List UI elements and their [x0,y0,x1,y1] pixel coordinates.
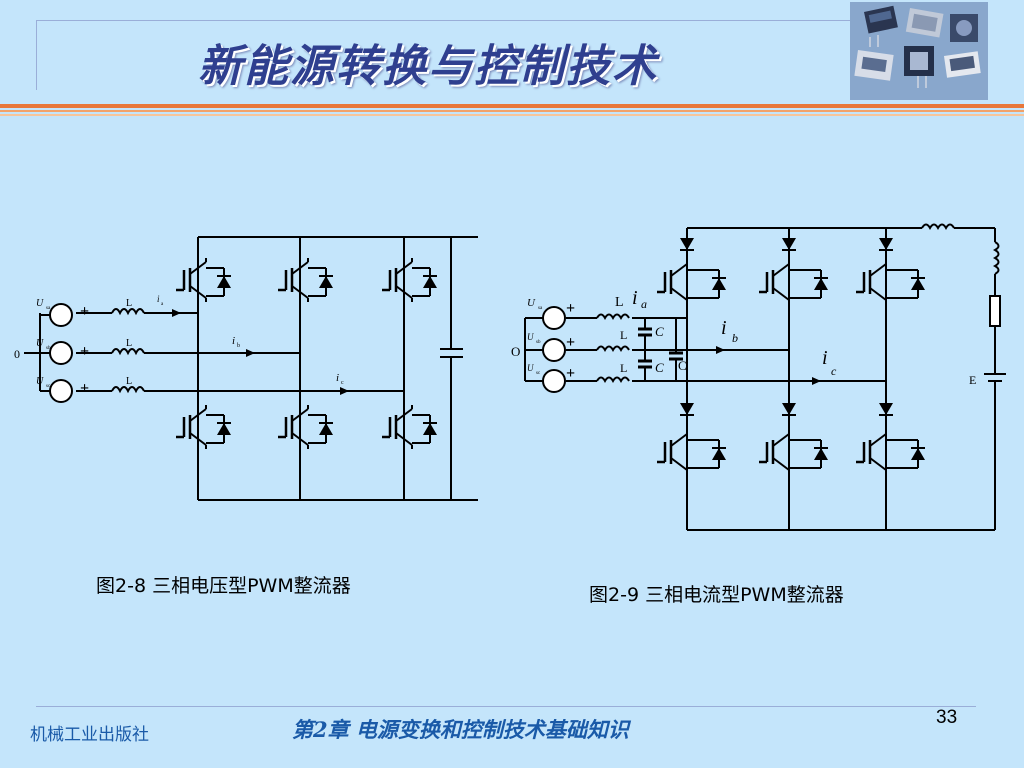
left-inductor-b-label: L [126,338,132,349]
left-plus-a: + [80,303,89,320]
right-source-c-sub: sc [536,371,541,376]
right-inductor-b-label: L [620,328,627,342]
right-current-c-sub: c [831,364,837,378]
components-photo [850,2,988,100]
right-capacitor-b-label: C [655,360,664,375]
right-source-b-label: U [527,332,534,342]
right-source-b-sub: sb [536,340,541,345]
header-stripe [0,104,1024,108]
right-capacitor-a-label: C [655,324,664,339]
right-plus-a: + [566,300,575,317]
left-current-c-sub: c [341,380,344,386]
right-current-b-label: i [721,317,727,339]
current-pwm-rectifier-diagram: O U sa U sb U sc + + + L L L C C C i a i… [511,223,1006,531]
right-current-b-sub: b [732,331,738,345]
left-source-b-label: U [36,338,44,349]
header-stripe-thin [0,110,1024,112]
left-source-b-sub: sb [46,346,51,351]
left-plus-c: + [80,380,89,397]
left-source-c-sub: sc [46,384,51,389]
right-plus-c: + [566,365,575,382]
right-current-a-sub: a [641,297,647,311]
left-current-a-sub: a [161,302,164,307]
frame-top-line [36,20,856,21]
left-current-b-sub: b [237,343,240,349]
right-dc-source-label: E [969,373,976,387]
right-current-c-label: i [822,347,828,369]
left-current-c-label: i [336,372,339,384]
right-source-a-label: U [527,297,536,309]
right-neutral-label: O [511,344,520,359]
right-plus-b: + [566,334,575,351]
page-number: 33 [936,707,958,728]
left-source-a-label: U [36,298,44,309]
publisher-label: 机械工业出版社 [30,725,149,745]
slide-title: 新能源转换与控制技术 [198,41,658,92]
left-plus-b: + [80,343,89,360]
left-source-c-label: U [36,376,44,387]
left-inductor-c-label: L [126,376,132,387]
frame-left-line [36,20,37,90]
figure-left-caption: 图2-8 三相电压型PWM整流器 [96,575,351,597]
left-current-a-label: i [157,294,160,304]
header-stripe-light [0,114,1024,116]
right-inductor-c-label: L [620,361,627,375]
left-source-a-sub: sa [46,306,51,311]
right-current-a-label: i [632,287,638,309]
frame-bottom-line [36,706,976,707]
right-source-c-label: U [527,363,534,373]
left-inductor-a-label: L [126,298,132,309]
voltage-pwm-rectifier-diagram: 0 U sa U sb U sc + + + L L L i a i b i c [14,236,478,501]
right-capacitor-c-label: C [678,358,687,373]
right-source-a-sub: sa [538,306,543,311]
right-inductor-a-label: L [615,295,624,310]
figure-right-caption: 图2-9 三相电流型PWM整流器 [589,584,844,606]
left-current-b-label: i [232,335,235,347]
chapter-label: 第2章 电源变换和控制技术基础知识 [292,717,629,742]
left-neutral-label: 0 [14,347,20,361]
